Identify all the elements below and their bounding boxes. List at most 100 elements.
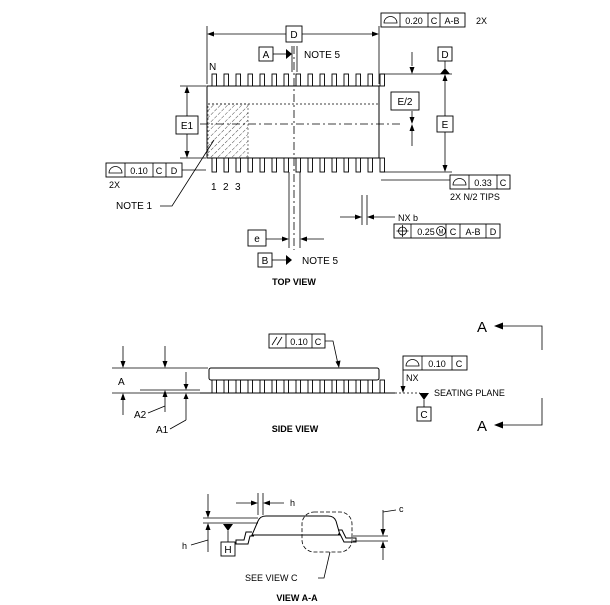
package-lead [319,157,325,173]
view-aa-title: VIEW A-A [276,593,318,603]
view-aa: SEE VIEW C h h H c VIEW A-A [182,493,404,603]
datum-triangle-icon [419,393,429,400]
package-lead [271,73,277,87]
package-lead [319,73,325,87]
fcf-left-ref1: C [156,166,163,176]
package-lead [319,379,325,394]
fcf-right-profile: 0.33 C 2X N/2 TIPS [381,174,511,202]
package-lead [367,157,373,173]
side-view: 0.10 C 0.10 C NX C SEATING PLANE [112,319,543,436]
package-body-side [208,367,380,381]
package-lead [307,73,313,87]
fcf-left-count: 2X [109,180,120,190]
datum-b-label: B [262,256,269,267]
package-lead [223,73,229,87]
package-lead [211,157,217,173]
datum-h-label: H [224,545,231,556]
package-lead [331,379,337,394]
fcf-top-profile: 0.20 C A-B 2X [380,12,487,28]
fcf-position: 0.25 M C A-B D [393,223,501,239]
fcf-side-ref1: C [456,359,463,369]
package-lead [211,379,217,394]
datum-triangle-icon [223,524,233,531]
pin-label-1: 1 [211,182,217,193]
package-lead [355,157,361,173]
fcf-side-tol: 0.10 [428,359,446,369]
datum-triangle-icon [286,255,292,265]
package-lead [307,157,313,173]
package-body-section [251,515,341,536]
nx-b-label: NX b [398,213,418,223]
package-lead [331,73,337,87]
side-view-title: SIDE VIEW [272,424,319,434]
package-lead [271,379,277,394]
view-c-marker [301,511,353,553]
package-lead [283,73,289,87]
package-lead [343,379,349,394]
package-lead [223,379,229,394]
dim-e-label: E [442,120,449,131]
fcf-pos-modifier: M [439,230,444,236]
package-lead [271,157,277,173]
pin1-index-area [207,103,249,159]
package-lead [367,73,373,87]
datum-triangle-icon [440,68,450,74]
fcf-top-tol: 0.20 [405,16,423,26]
package-lead [259,73,265,87]
package-lead [259,157,265,173]
fcf-side-count: NX [406,373,419,383]
profile-of-surface-icon [452,178,467,186]
dim-h-top-label: h [290,498,295,508]
package-body-top [206,85,380,159]
lead-left-section [235,531,254,545]
fcf-top-ref1: C [431,16,438,26]
profile-of-surface-icon [383,16,398,24]
package-lead [247,379,253,394]
package-lead [247,157,253,173]
fcf-side-profile: 0.10 C NX [400,355,468,393]
bottom-lead-row [211,157,385,173]
parallelism-icon [271,336,283,346]
top-view-title: TOP VIEW [272,277,316,287]
package-lead [235,157,241,173]
dim-e1-label: E1 [181,121,194,132]
package-lead [331,157,337,173]
datum-d-label: D [441,50,448,61]
package-lead [367,379,373,394]
package-lead [379,73,385,87]
datum-c-label: C [420,410,427,421]
package-lead [283,379,289,394]
package-lead [223,157,229,173]
package-lead [259,379,265,394]
pin-label-3: 3 [235,182,241,193]
dim-a1-label: A1 [156,425,169,436]
dim-a-label: A [118,377,125,388]
seating-plane-label: SEATING PLANE [434,388,505,398]
lead-right-section [338,529,357,543]
pin-n-label: N [209,62,216,73]
package-lead [235,379,241,394]
datum-a-label: A [263,50,270,61]
section-a-top-label: A [477,319,487,336]
fcf-top-ref2: A-B [444,16,459,26]
fcf-right-ref1: C [500,178,507,188]
fcf-pos-tol: 0.25 [417,227,435,237]
package-lead [295,73,301,87]
dim-e-pitch-label: e [254,234,260,245]
package-lead [247,73,253,87]
fcf-right-tol: 0.33 [474,178,492,188]
profile-of-surface-icon [405,359,420,367]
package-lead [355,379,361,394]
package-lead [283,157,289,173]
fcf-parallel-ref1: C [315,337,322,347]
dim-d-label: D [290,30,297,41]
side-lead-row [211,379,385,394]
package-lead [343,73,349,87]
position-icon [396,225,409,237]
package-lead [379,379,385,394]
dim-h-left-label: h [182,541,187,551]
fcf-top-count: 2X [476,16,487,26]
package-lead [379,157,385,173]
note5-bottom: NOTE 5 [302,256,339,267]
